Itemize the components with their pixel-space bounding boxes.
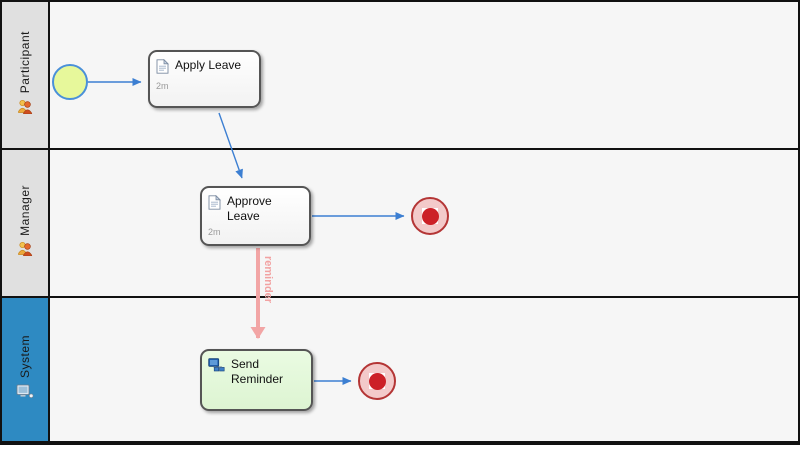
lane-manager-label: Manager xyxy=(18,184,32,236)
document-icon xyxy=(156,58,169,78)
node-layer: Apply Leave 2m Approve Leave 2m xyxy=(2,2,798,443)
end-event-core xyxy=(368,372,386,390)
lane-participant-header[interactable]: Participant xyxy=(2,2,50,148)
task-apply-leave-label: Apply Leave xyxy=(175,58,242,72)
task-apply-leave-duration: 2m xyxy=(156,81,169,91)
start-event[interactable] xyxy=(52,64,88,100)
lane-participant: Participant xyxy=(2,2,798,150)
end-event-system[interactable] xyxy=(358,362,396,400)
end-event-manager[interactable] xyxy=(411,197,449,235)
task-approve-leave-label: Approve Leave xyxy=(227,194,272,223)
task-approve-leave[interactable]: Approve Leave 2m xyxy=(200,186,311,246)
task-send-reminder[interactable]: Send Reminder xyxy=(200,349,313,411)
lane-manager: Manager xyxy=(2,150,798,298)
lane-system: System xyxy=(2,298,798,443)
lane-participant-label: Participant xyxy=(18,30,32,94)
people-icon xyxy=(17,98,34,119)
task-approve-leave-duration: 2m xyxy=(208,227,221,237)
document-icon xyxy=(208,194,221,214)
task-send-reminder-label: Send Reminder xyxy=(231,357,284,386)
lane-system-header[interactable]: System xyxy=(2,298,50,441)
lane-system-body xyxy=(50,298,798,441)
people-icon xyxy=(17,240,34,261)
lane-system-label: System xyxy=(18,335,32,379)
task-apply-leave[interactable]: Apply Leave 2m xyxy=(148,50,261,108)
end-event-core xyxy=(421,207,439,225)
lane-manager-header[interactable]: Manager xyxy=(2,150,50,296)
network-icon xyxy=(208,358,225,377)
computer-icon xyxy=(16,384,34,404)
